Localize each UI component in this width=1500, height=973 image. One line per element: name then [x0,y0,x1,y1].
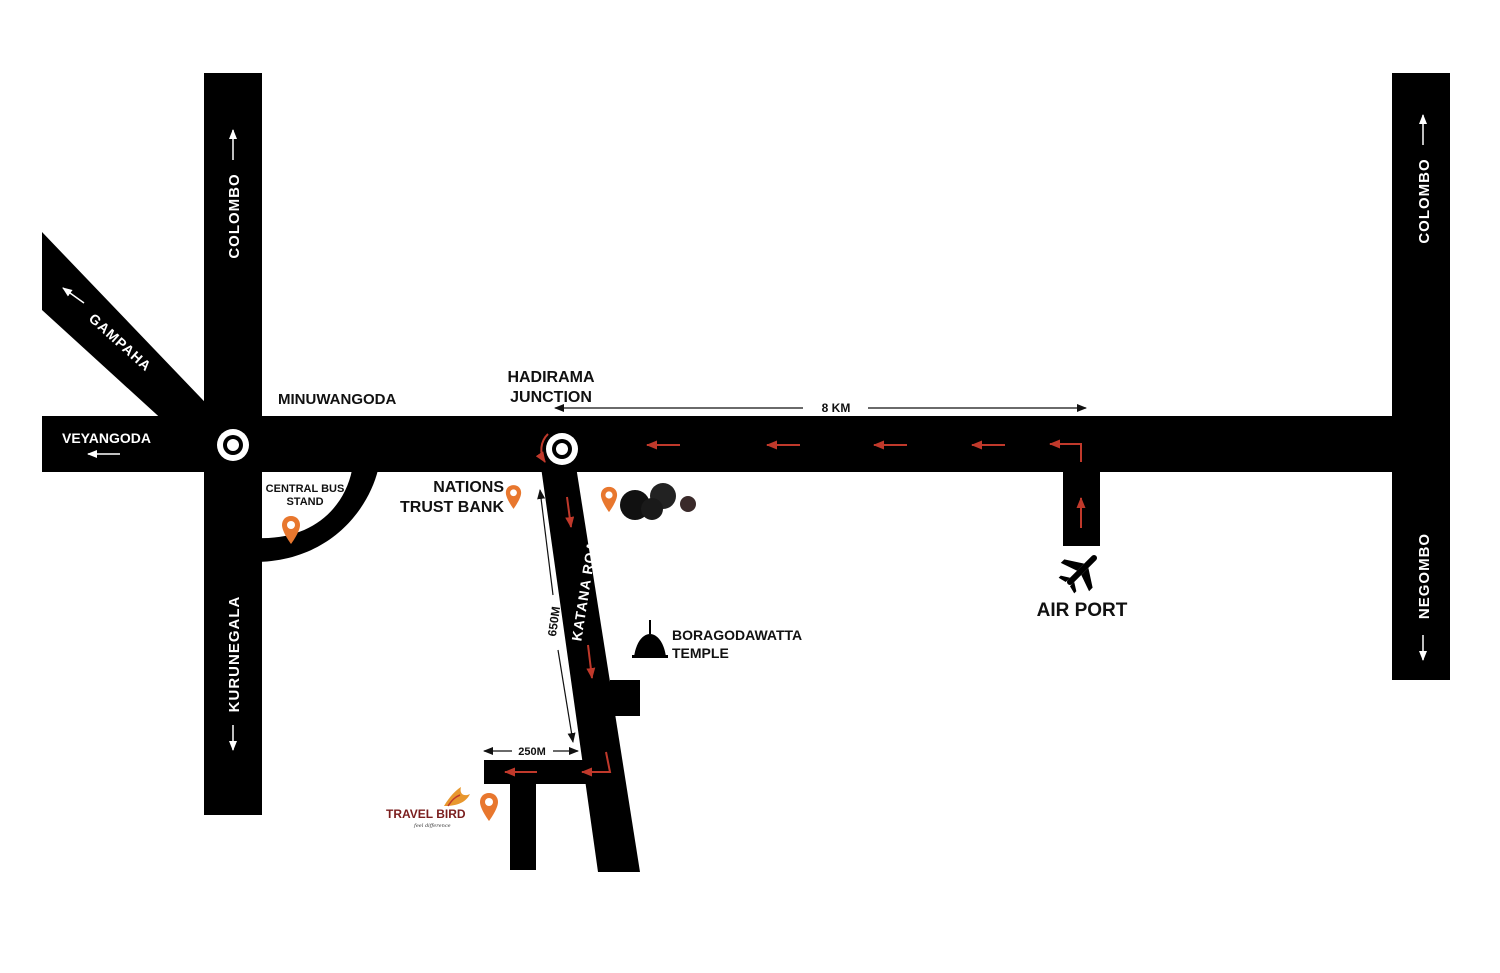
distance-8km: 8 KM [822,401,851,415]
place-bus-stand-2: STAND [286,496,323,508]
roundabout-icon [535,433,578,465]
map-pin-icon [480,793,498,821]
road-network [42,73,1450,872]
road-label-ruwan-1: RUWAN [550,790,576,797]
road-label-veyangoda: VEYANGODA [62,430,151,446]
place-hadirama-2: JUNCTION [510,389,592,406]
map-pin-icon [600,486,618,513]
road-label-kurunegala: KURUNEGALA [226,596,243,713]
logo-tagline: feel difference [413,823,451,829]
road-label-colombo-left: COLOMBO [226,173,243,258]
road-ruwan-branch [510,782,536,870]
place-airport: AIR PORT [1037,600,1128,621]
place-ntb-2: TRUST BANK [400,499,504,516]
place-hadirama-1: HADIRAMA [507,369,595,386]
map-pin-icon [505,485,522,509]
road-colombo-negombo [1392,73,1450,680]
road-temple-spur [610,680,640,716]
place-bus-stand-1: CENTRAL BUS [266,483,345,495]
landmark-blob-icon [620,483,696,520]
place-temple-2: TEMPLE [672,645,729,661]
roundabout-icon [217,429,249,461]
distance-250m: 250M [518,746,546,758]
place-temple-1: BORAGODAWATTA [672,627,802,643]
place-labels: MINUWANGODA HADIRAMA JUNCTION CENTRAL BU… [266,369,1128,661]
distance-650m: 650M [545,606,563,638]
logo-brand: TRAVEL BIRD [386,807,466,821]
road-gampaha [42,232,246,445]
stupa-icon [632,620,668,658]
distance-labels: 8 KM 650M 250M [518,401,850,758]
road-label-colombo-right: COLOMBO [1416,158,1433,243]
travel-bird-logo: TRAVEL BIRD feel difference [386,787,470,829]
airplane-icon [1058,554,1098,594]
place-minuwangoda: MINUWANGODA [278,391,396,408]
road-main-highway [42,416,1450,472]
place-ntb-1: NATIONS [433,479,504,496]
distance-lines [483,404,1087,755]
route-arrows [504,439,1086,777]
direction-arrows [62,114,1427,751]
road-label-negombo: NEGOMBO [1416,533,1433,619]
road-label-ruwan-2: MAWATHA [545,800,581,807]
